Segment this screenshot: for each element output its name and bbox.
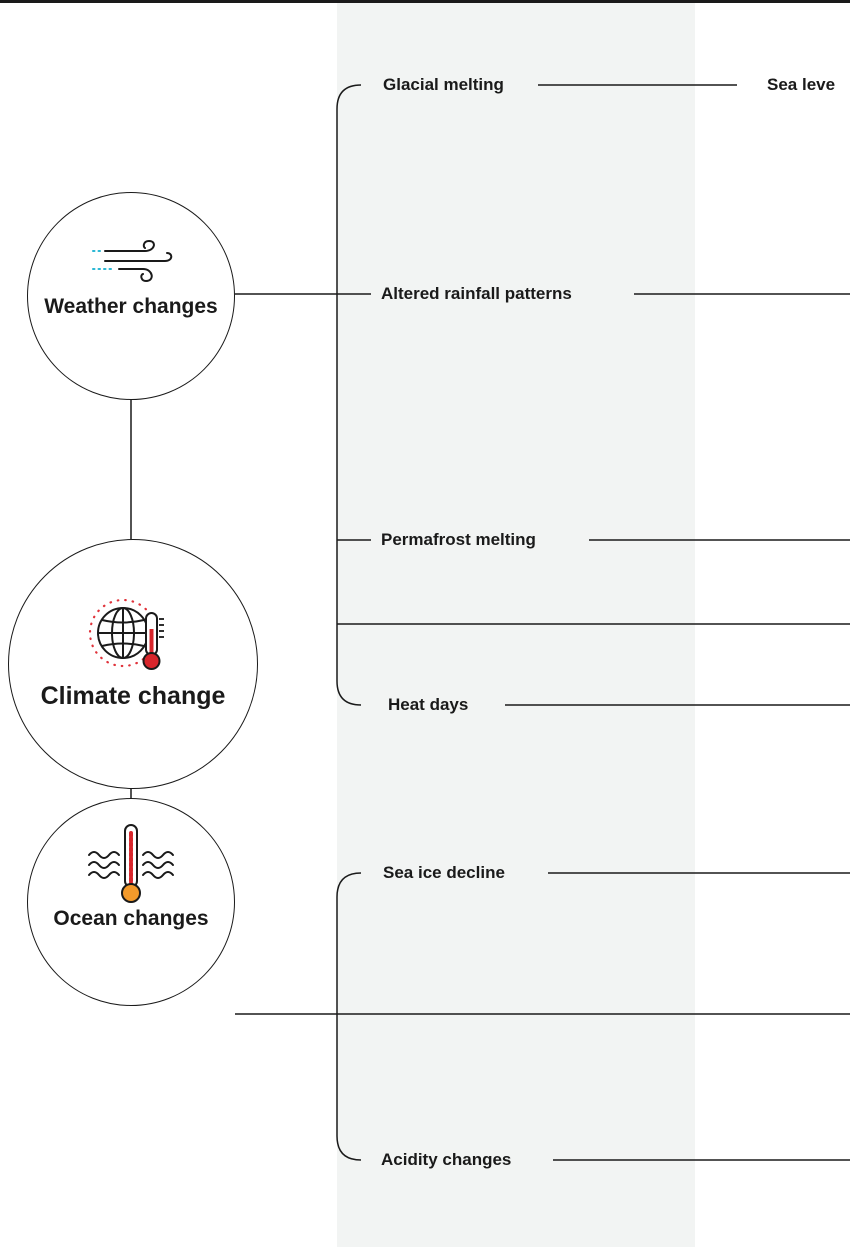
background-band [337,3,695,1247]
label-sea-level: Sea leve [767,75,836,94]
label-permafrost-melting: Permafrost melting [381,530,536,549]
label-acidity-changes: Acidity changes [381,1150,512,1169]
lower-bracket [336,872,362,1161]
globe-thermometer-icon [88,598,164,670]
node-climate-change: Climate change [8,539,258,789]
top-rule [0,0,850,3]
label-altered-rainfall: Altered rainfall patterns [381,284,572,303]
label-sea-ice-decline: Sea ice decline [383,863,505,882]
node-ocean-changes: Ocean changes [27,798,235,1006]
label-glacial-melting: Glacial melting [383,75,504,94]
upper-bracket [336,84,362,706]
node-weather-label: Weather changes [44,295,218,318]
node-ocean-label: Ocean changes [53,907,209,930]
wind-icon [92,239,173,283]
node-weather-changes: Weather changes [27,192,235,400]
node-climate-label: Climate change [40,682,226,710]
label-heat-days: Heat days [388,695,469,714]
waves-thermometer-icon [88,824,174,903]
